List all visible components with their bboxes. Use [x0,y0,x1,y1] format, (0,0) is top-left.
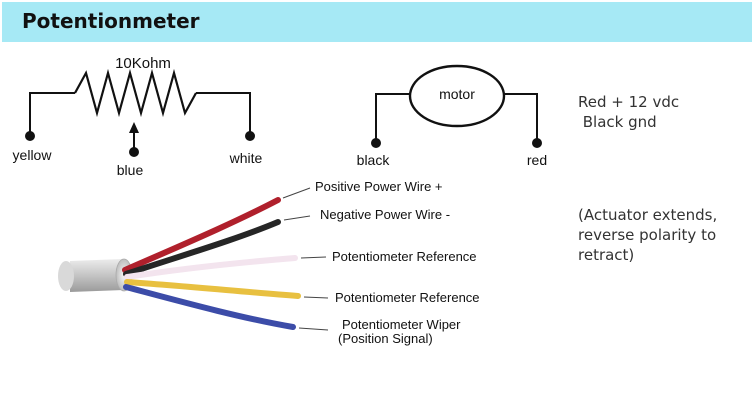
leader-reference-1 [300,256,327,259]
motor-symbol [408,64,506,128]
cable-illustration: Positive Power Wire + Negative Power Wir… [58,179,480,346]
wire-label-positive: Positive Power Wire + [315,179,443,194]
resistor-zigzag [74,68,197,118]
pot-left-lead [29,92,75,132]
terminal-red [532,138,542,148]
wire-blue [123,284,296,330]
terminal-blue [129,147,139,157]
wire-sublabel-wiper: (Position Signal) [338,331,433,346]
motor-label: motor [439,86,475,102]
terminal-black [371,138,381,148]
cable-jacket [70,259,124,292]
power-note-line: Red + 12 vdc [578,93,680,111]
wire-label-wiper: Potentiometer Wiper [342,317,461,332]
terminal-white [245,131,255,141]
motor-right-lead [504,93,538,140]
wire-red [122,197,281,273]
wire-label-reference-2: Potentiometer Reference [335,290,480,305]
terminal-label-white: white [229,150,263,166]
leader-wiper [298,327,329,331]
wire-white [124,255,298,280]
leader-reference-2 [303,296,329,299]
power-note-line: Black gnd [578,113,657,131]
pot-right-lead [196,92,251,132]
motor-left-lead [375,93,410,140]
power-note: Red + 12 vdc Black gnd [578,92,679,132]
actuator-note-line: (Actuator extends, [578,206,718,224]
motor-schematic: motor black red [357,64,547,168]
actuator-note: (Actuator extends, reverse polarity to r… [578,205,717,265]
terminal-label-red: red [527,152,547,168]
page-title: Potentionmeter [22,9,200,33]
actuator-note-line: retract) [578,246,635,264]
leader-negative [283,215,311,221]
actuator-note-line: reverse polarity to [578,226,717,244]
title-bar: Potentionmeter [2,2,752,42]
terminal-label-yellow: yellow [13,147,53,163]
cable-end [58,261,74,291]
pot-rating-label: 10Kohm [115,55,171,72]
wiper-arrow [129,122,139,133]
terminal-label-black: black [357,152,391,168]
terminal-yellow [25,131,35,141]
wire-label-negative: Negative Power Wire - [320,207,450,222]
wire-black [123,219,281,277]
terminal-label-blue: blue [117,162,144,178]
wire-label-reference-1: Potentiometer Reference [332,249,477,264]
wire-yellow [124,279,301,299]
potentiometer-schematic: 10Kohm yellow blue white [13,55,263,178]
leader-positive [282,187,311,199]
